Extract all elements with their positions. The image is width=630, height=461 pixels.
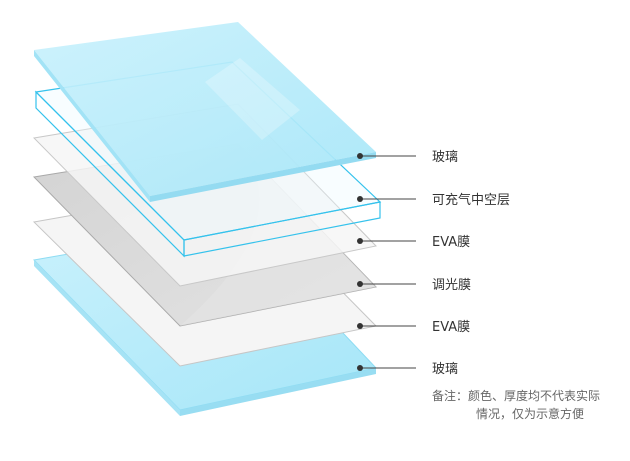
leader-dimming-film [357,281,416,287]
label-glass-bottom: 玻璃 [432,362,458,377]
label-dimming-film: 调光膜 [432,278,471,293]
note-line-1: 备注：颜色、厚度均不代表实际 [432,388,600,403]
leader-glass-top [357,153,416,159]
leader-eva-top [357,238,416,244]
leader-eva-bottom [357,323,416,329]
leader-glass-bottom [357,365,416,371]
leader-air-gap [357,196,416,202]
label-glass-top: 玻璃 [432,150,458,165]
label-eva-bottom: EVA膜 [432,320,470,335]
note-line-2: 情况，仅为示意方便 [476,406,584,421]
label-air-gap: 可充气中空层 [432,192,510,208]
label-eva-top: EVA膜 [432,235,470,250]
glass-top-layer [34,22,376,202]
